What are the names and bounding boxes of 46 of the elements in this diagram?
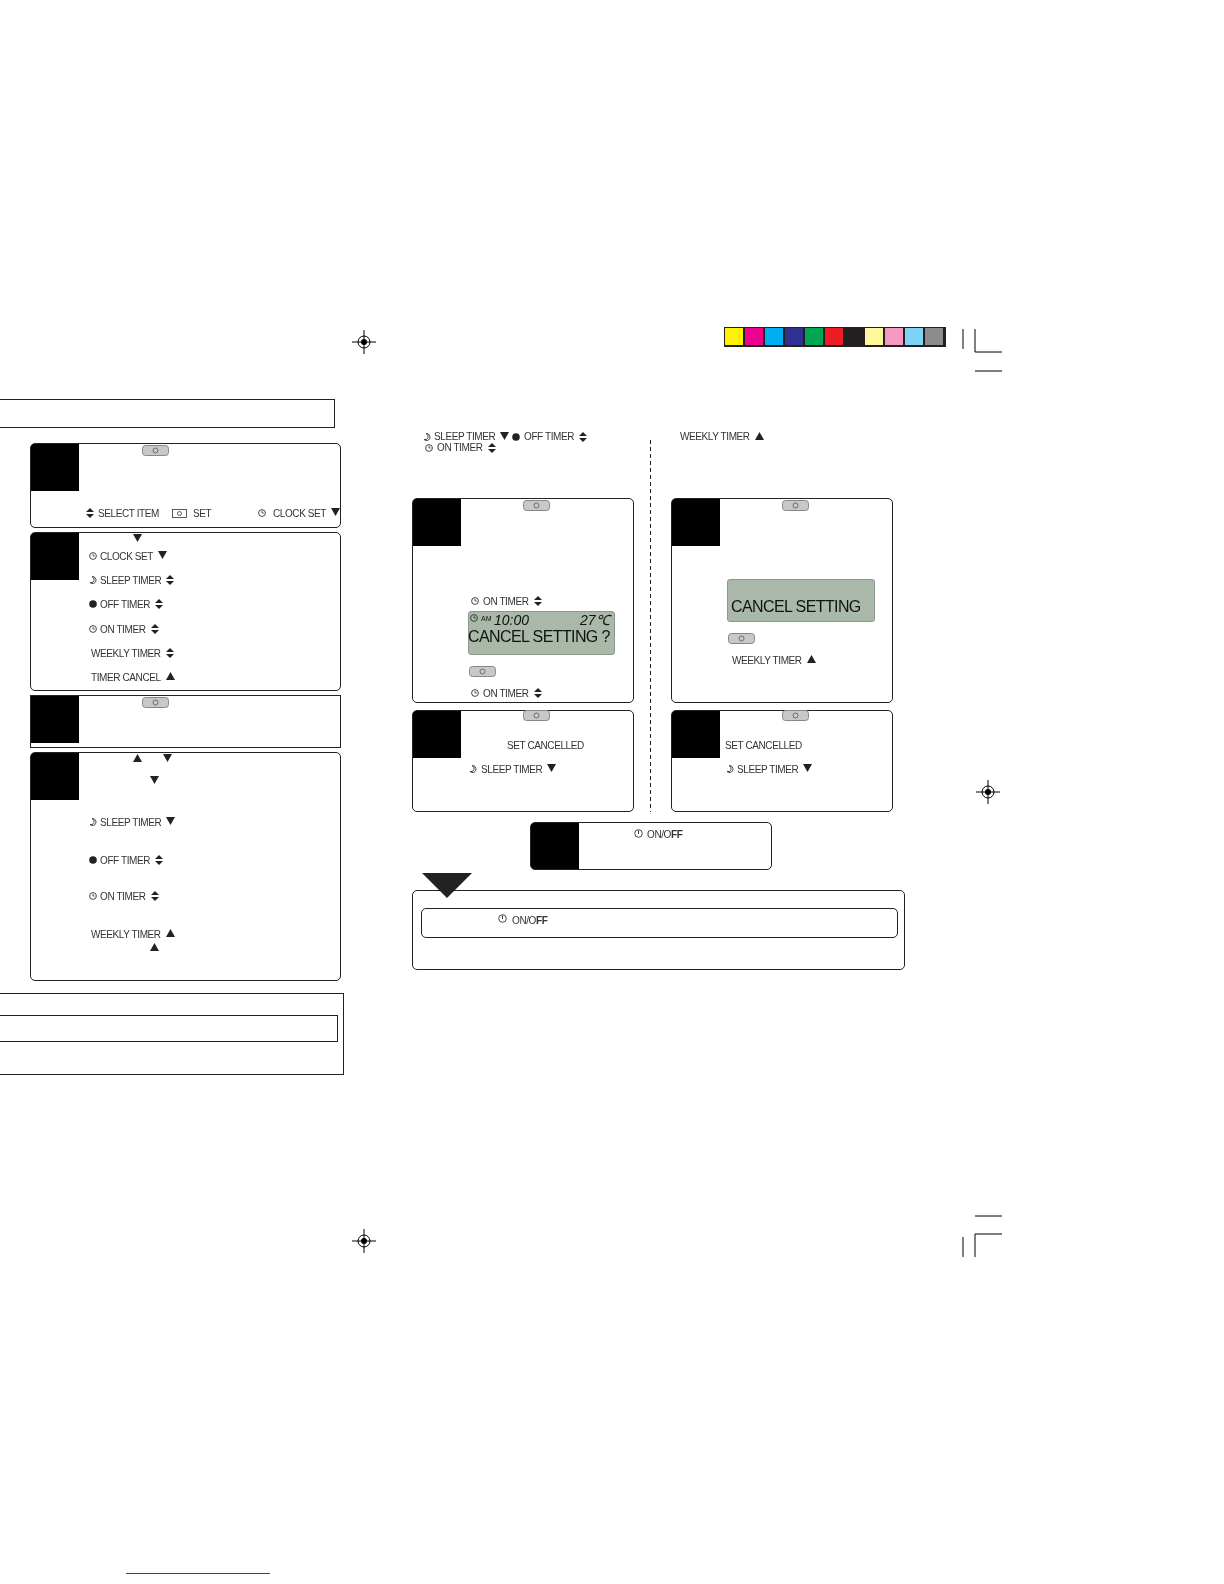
menu-text: SLEEP TIMER [100, 575, 162, 587]
step-box [30, 532, 341, 691]
note-box [412, 890, 905, 970]
menu-text: CLOCK SET [100, 551, 154, 563]
menu-text: ON TIMER [483, 596, 529, 608]
menu-text: TIMER CANCEL [91, 672, 161, 684]
menu-text: SLEEP TIMER [481, 764, 543, 776]
menu-text: SLEEP TIMER [100, 817, 162, 829]
menu-text: WEEKLY TIMER [91, 929, 161, 941]
menu-text: OFF TIMER [100, 599, 151, 611]
menu-text: ON TIMER [437, 442, 483, 454]
step-box [671, 498, 893, 703]
step-box [30, 752, 341, 981]
note-box [0, 399, 335, 428]
step-box [412, 710, 634, 812]
menu-text: ON TIMER [100, 891, 146, 903]
menu-text: WEEKLY TIMER [91, 648, 161, 660]
step-box [671, 710, 893, 812]
menu-text: ON TIMER [100, 624, 146, 636]
menu-text: ON/OFF [647, 829, 683, 841]
menu-text: ON/OFF [512, 915, 548, 927]
lcd-text: 27℃ [580, 613, 610, 628]
menu-text: CLOCK SET [273, 508, 327, 520]
menu-text: SET CANCELLED [725, 740, 802, 752]
menu-text: SET CANCELLED [507, 740, 584, 752]
menu-text: SET [193, 508, 212, 520]
step-box [412, 498, 634, 703]
menu-text: SELECT ITEM [98, 508, 159, 520]
menu-text: SLEEP TIMER [737, 764, 799, 776]
note-box [0, 1015, 338, 1042]
lcd-text: 10:00 [494, 613, 530, 628]
menu-text: ON TIMER [483, 688, 529, 700]
menu-text: OFF TIMER [100, 855, 151, 867]
step-box [30, 695, 341, 748]
menu-text: WEEKLY TIMER [680, 431, 750, 443]
lcd-screen [468, 611, 615, 655]
step-box [530, 822, 772, 870]
menu-text: SLEEP TIMER [434, 431, 496, 443]
step-box [30, 443, 341, 528]
lcd-text: CANCEL SETTING [731, 598, 861, 616]
step-box [421, 908, 898, 938]
note-box [0, 993, 344, 1075]
menu-text: WEEKLY TIMER [732, 655, 802, 667]
lcd-text: CANCEL SETTING ? [468, 628, 610, 646]
menu-text: OFF TIMER [524, 431, 575, 443]
lcd-screen [727, 579, 875, 622]
